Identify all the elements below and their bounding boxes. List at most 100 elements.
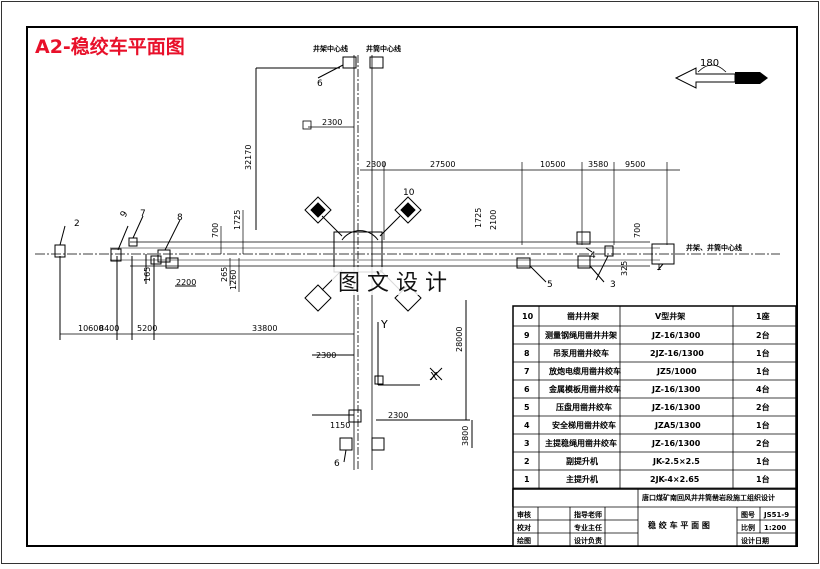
label-director: 专业主任 bbox=[574, 523, 602, 532]
callout-4: 4 bbox=[590, 251, 596, 261]
dim-1725-b: 1725 bbox=[474, 208, 483, 228]
direction-angle: 180 bbox=[700, 58, 719, 69]
table-row: 4 安全梯用凿井绞车 JZA5/1300 1台 bbox=[524, 420, 770, 430]
row-spec: JZ-16/1300 bbox=[651, 331, 701, 340]
dim-2300-d: 2300 bbox=[388, 411, 408, 420]
dim-5200: 5200 bbox=[137, 324, 157, 333]
label-review: 审核 bbox=[517, 510, 531, 519]
row-spec: 2JZ-16/1300 bbox=[650, 349, 704, 358]
axis-y: Y bbox=[380, 318, 388, 331]
table-row: 10 凿井井架 V型井架 1座 bbox=[522, 311, 770, 321]
dim-700-a: 700 bbox=[211, 223, 220, 238]
horizontal-centerlines bbox=[35, 241, 780, 267]
small-dim-lines-left bbox=[220, 210, 244, 292]
callout-2: 2 bbox=[74, 219, 80, 229]
row-qty: 2台 bbox=[756, 330, 770, 340]
row-qty: 4台 bbox=[756, 384, 770, 394]
row-name: 主提稳绳用凿井绞车 bbox=[545, 438, 617, 448]
row-qty: 1台 bbox=[756, 348, 770, 358]
callout-3: 3 bbox=[610, 280, 616, 290]
drawing-name: 稳 绞 车 平 面 图 bbox=[648, 520, 710, 530]
label-date: 设计日期 bbox=[741, 536, 769, 545]
row-spec: JZ-16/1300 bbox=[651, 403, 701, 412]
dim-3580: 3580 bbox=[588, 160, 608, 169]
row-qty: 1座 bbox=[756, 311, 770, 321]
row-spec: JZ5/1000 bbox=[656, 367, 697, 376]
drawing-title: A2-稳绞车平面图 bbox=[35, 35, 185, 58]
row-qty: 1台 bbox=[756, 456, 770, 466]
row-no: 8 bbox=[524, 349, 530, 358]
row-qty: 1台 bbox=[756, 420, 770, 430]
callout-6-bottom: 6 bbox=[334, 459, 340, 469]
title-block: 唐口煤矿南回风井井筒凿岩段施工组织设计 稳 绞 车 平 面 图 审核 校对 绘图… bbox=[512, 488, 797, 547]
callout-6-top: 6 bbox=[317, 79, 323, 89]
row-no: 9 bbox=[524, 331, 530, 340]
row-name: 金属模板用凿井绞车 bbox=[548, 384, 621, 394]
row-name: 凿井井架 bbox=[567, 311, 599, 321]
row-spec: JZ-16/1300 bbox=[651, 439, 701, 448]
row-spec: V型井架 bbox=[655, 311, 685, 321]
callout-8: 8 bbox=[177, 213, 183, 223]
row-no: 1 bbox=[524, 475, 530, 484]
row-spec: 2JK-4×2.65 bbox=[650, 475, 700, 484]
dim-33800: 33800 bbox=[252, 324, 277, 333]
drawing-no: JS51-9 bbox=[763, 511, 789, 519]
vertical-centerlines bbox=[353, 55, 373, 470]
label-horizontal-centerline: 井架、井筒中心线 bbox=[686, 243, 742, 252]
row-qty: 2台 bbox=[756, 438, 770, 448]
dim-165: 165 bbox=[143, 267, 152, 282]
row-name: 主提升机 bbox=[566, 474, 598, 484]
table-row: 9 测量钢绳用凿井井架 JZ-16/1300 2台 bbox=[524, 330, 770, 340]
dim-2300-c: 2300 bbox=[316, 351, 336, 360]
winch-group-right bbox=[516, 231, 675, 283]
drawing-frame bbox=[26, 26, 798, 547]
table-row: 6 金属模板用凿井绞车 JZ-16/1300 4台 bbox=[524, 384, 770, 394]
row-qty: 2台 bbox=[756, 402, 770, 412]
dim-8400: 8400 bbox=[99, 324, 119, 333]
marker-square bbox=[302, 120, 312, 130]
row-name: 压盘用凿井绞车 bbox=[556, 402, 612, 412]
dim-1150: 1150 bbox=[330, 421, 350, 430]
row-no: 4 bbox=[524, 421, 530, 430]
axis-x: X bbox=[430, 370, 438, 383]
label-shaft-frame-centerline: 井架中心线 bbox=[313, 44, 348, 53]
row-name: 安全梯用凿井绞车 bbox=[552, 420, 616, 430]
direction-arrow: 180 bbox=[674, 58, 768, 89]
equipment-table bbox=[512, 305, 797, 507]
label-drawing-no: 图号 bbox=[741, 510, 755, 519]
callout-9: 9 bbox=[119, 209, 131, 219]
dim-1725-a: 1725 bbox=[233, 210, 242, 230]
table-row: 5 压盘用凿井绞车 JZ-16/1300 2台 bbox=[524, 402, 770, 412]
row-no: 5 bbox=[524, 403, 530, 412]
table-row: 8 吊泵用凿井绞车 2JZ-16/1300 1台 bbox=[524, 348, 770, 358]
watermark-bg bbox=[332, 267, 486, 295]
project-name: 唐口煤矿南回风井井筒凿岩段施工组织设计 bbox=[642, 493, 775, 502]
winch-group-left bbox=[54, 215, 196, 340]
dim-32170: 32170 bbox=[244, 145, 253, 170]
label-shaft-centerline: 井筒中心线 bbox=[366, 44, 401, 53]
dim-chain-upper bbox=[360, 162, 680, 245]
table-row: 1 主提升机 2JK-4×2.65 1台 bbox=[524, 474, 770, 484]
dim-10500: 10500 bbox=[540, 160, 565, 169]
dim-2200: 2200 bbox=[176, 278, 196, 287]
row-name: 测量钢绳用凿井井架 bbox=[545, 330, 617, 340]
row-no: 2 bbox=[524, 457, 530, 466]
dim-1260: 1260 bbox=[229, 270, 238, 290]
lower-structure bbox=[312, 300, 473, 463]
table-row: 7 放炮电缆用凿井绞车 JZ5/1000 1台 bbox=[524, 366, 770, 376]
dim-10600: 10600 bbox=[78, 324, 103, 333]
row-name: 放炮电缆用凿井绞车 bbox=[548, 366, 621, 376]
row-spec: JK-2.5×2.5 bbox=[652, 457, 700, 466]
scale: 1:200 bbox=[764, 524, 786, 532]
row-no: 10 bbox=[522, 312, 534, 321]
winch-group-top bbox=[255, 56, 384, 230]
table-row: 2 副提升机 JK-2.5×2.5 1台 bbox=[524, 456, 770, 466]
row-spec: JZ-16/1300 bbox=[651, 385, 701, 394]
row-qty: 1台 bbox=[756, 366, 770, 376]
callout-7: 7 bbox=[140, 209, 146, 219]
callout-1: 1 bbox=[656, 263, 662, 273]
head-frame bbox=[304, 196, 422, 312]
row-no: 3 bbox=[524, 439, 530, 448]
dim-2300-a: 2300 bbox=[322, 118, 342, 127]
